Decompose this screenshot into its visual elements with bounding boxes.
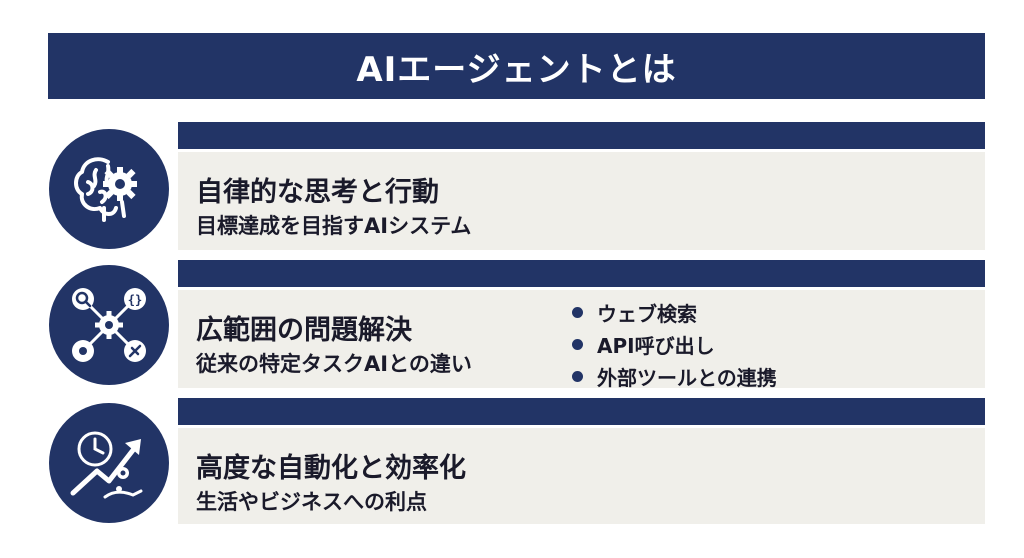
row-problem-solving: {} 広範囲の問題解決 従来の特定タスクAIとの違い ウェブ検索 API呼び出し… — [0, 260, 1024, 390]
bullet-item: ウェブ検索 — [572, 296, 777, 328]
bullet-label: 外部ツールとの連携 — [597, 365, 777, 390]
row-sub-text: 生活やビジネスへの利点 — [196, 490, 427, 514]
icon-circle: {} — [49, 265, 169, 385]
row-panel — [178, 428, 985, 524]
icon-circle — [49, 129, 169, 249]
svg-text:{}: {} — [128, 293, 142, 307]
row-main-text: 高度な自動化と効率化 — [196, 453, 466, 484]
row-main-text: 広範囲の問題解決 — [196, 315, 412, 346]
bullet-item: 外部ツールとの連携 — [572, 360, 777, 392]
row-sub-text: 目標達成を目指すAIシステム — [196, 214, 472, 238]
row-panel — [178, 290, 985, 388]
row-main-text: 自律的な思考と行動 — [196, 177, 439, 208]
growth-automation-icon — [70, 431, 143, 499]
row-automation: 高度な自動化と効率化 生活やビジネスへの利点 — [0, 398, 1024, 528]
title-banner: AIエージェントとは — [48, 33, 985, 99]
brain-gear-icon — [74, 157, 137, 222]
icon-circle — [49, 403, 169, 523]
row-header-bar — [178, 398, 985, 425]
network-tools-icon: {} — [72, 288, 146, 362]
bullet-label: API呼び出し — [597, 333, 715, 358]
page-title: AIエージェントとは — [356, 49, 677, 90]
bullet-label: ウェブ検索 — [597, 301, 697, 326]
bullet-dot — [572, 338, 583, 350]
row-autonomous: 自律的な思考と行動 目標達成を目指すAIシステム — [0, 122, 1024, 252]
bullet-list: ウェブ検索 API呼び出し 外部ツールとの連携 — [572, 296, 777, 392]
bullet-dot — [572, 306, 583, 318]
row-header-bar — [178, 122, 985, 149]
bullet-dot — [572, 370, 583, 382]
row-header-bar — [178, 260, 985, 287]
row-panel — [178, 152, 985, 250]
bullet-item: API呼び出し — [572, 328, 777, 360]
row-sub-text: 従来の特定タスクAIとの違い — [196, 352, 472, 376]
